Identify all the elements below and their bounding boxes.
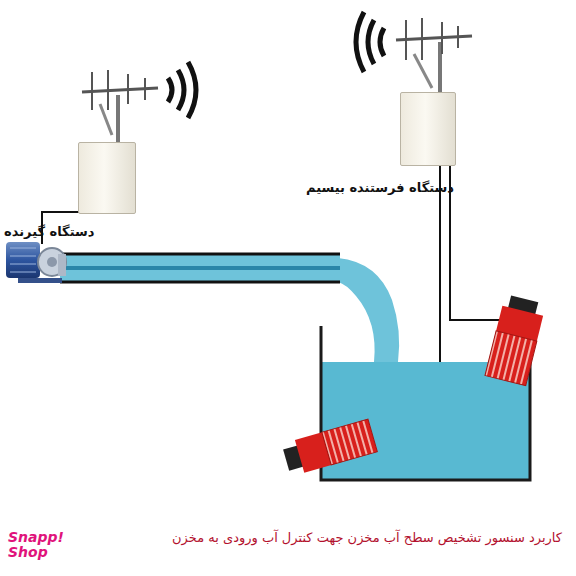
transmitter-box [400,92,456,166]
watermark: Snapp! Shop [8,530,60,560]
water-stream [338,258,399,362]
pipe [60,254,340,282]
lower-water-sensor [281,419,377,476]
caption: کاربرد سنسور تشخیص سطح آب مخزن جهت کنترل… [82,530,562,545]
upper-water-sensor [485,294,546,386]
tank-water [322,362,529,479]
transmitter-signal [356,12,384,72]
pump [6,242,66,283]
receiver-signal [168,62,196,118]
receiver-box [78,142,136,214]
transmitter-antenna [396,18,472,92]
device-label: دستگاه گیرنده [4,224,94,239]
receiver-antenna [82,70,158,142]
device-label: دستگاه فرستنده بیسیم [306,180,454,195]
